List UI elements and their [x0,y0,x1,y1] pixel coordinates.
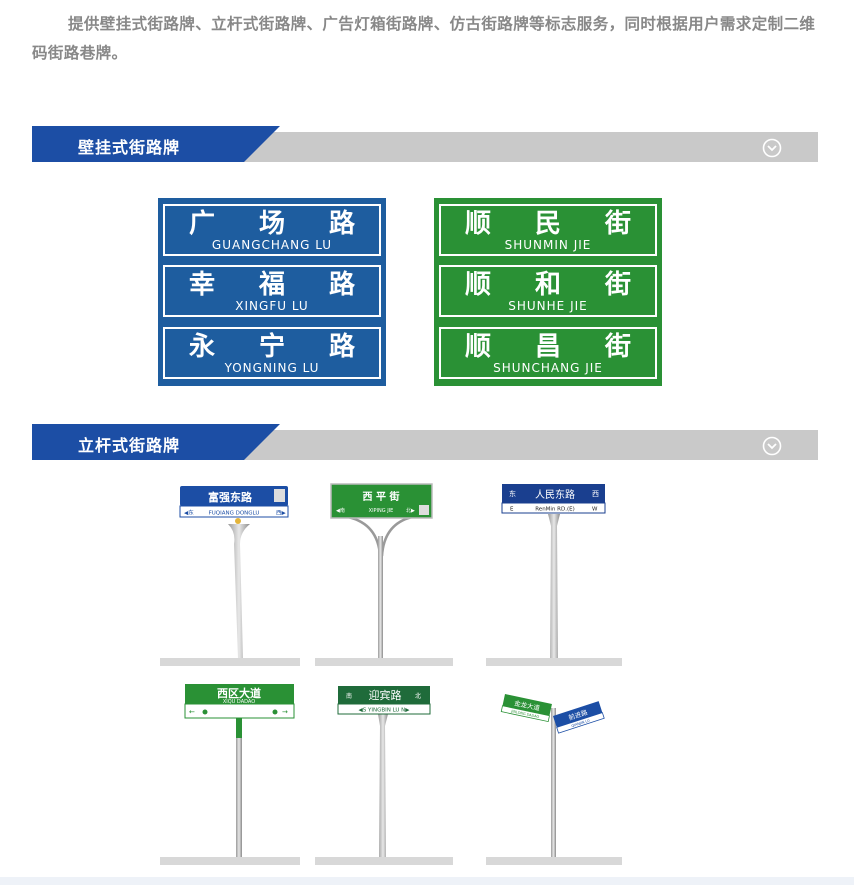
pole-sign-direction: 西 [592,490,599,498]
sign-pinyin: YONGNING LU [224,361,320,375]
wall-sign-panel-blue: 广场路 GUANGCHANG LU 幸福路 XINGFU LU 永宁路 YONG… [158,198,386,386]
pole-sign-title: 富强东路 [208,490,253,504]
pole-sign-pinyin: RenMin RD.(E) [535,507,575,513]
pole-sign-title: 人民东路 [535,488,575,501]
sign-char: 永 [189,332,216,362]
sign-char: 街 [604,209,631,239]
pole-sign-direction: ← [189,708,195,716]
sign-pinyin: SHUNCHANG JIE [493,361,603,375]
sign-pinyin: SHUNHE JIE [508,299,588,313]
section-title-tab [32,126,280,162]
pole-sign-pinyin: ◀S YINGBIN LU N▶ [359,708,411,714]
ground-strip [160,658,300,666]
ground-strip [486,857,622,865]
wall-sign-row: 顺 民 街 SHUNMIN JIE [439,204,657,256]
pole-sign-pinyin: FUQIANG DONGLU [209,511,260,517]
sign-char: 场 [258,209,285,239]
pole-sign-6: 金龙大道 JINLONG DADAO 前进路 QIANJIN LU [500,694,605,857]
pole-sign-1: 富强东路 FUQIANG DONGLU ◀东 西▶ [179,486,289,658]
sign-char: 路 [328,209,355,239]
sign-char: 昌 [534,332,561,362]
pole-sign-pinyin: JINLONG DADAO [510,709,540,719]
wall-sign-row: 永 宁 路 YONGNING LU [163,327,381,379]
sign-char: 顺 [465,332,492,362]
sign-pinyin: XINGFU LU [235,299,309,313]
pole-sign-4: 西区大道 XIQU DADAO ← → [184,684,295,857]
pole-sign-pinyin: XIPING JIE [369,508,394,514]
pole-sign-direction: ◀东 [184,509,194,517]
sign-char: 顺 [465,209,492,239]
pole-sign-direction: → [282,708,288,716]
pole-sign-gallery: 富强东路 FUQIANG DONGLU ◀东 西▶ 西 平 街 XIPING J… [160,483,622,865]
sign-char: 路 [328,332,355,362]
pole-sign-title: 迎宾路 [369,688,402,702]
section-header-wall-mounted[interactable]: 壁挂式街路牌 [32,126,818,162]
sign-pinyin: SHUNMIN JIE [504,238,592,252]
pole-sign-direction: 西▶ [276,510,287,517]
chevron-down-circle-icon[interactable] [762,436,782,456]
pole-sign-5: 迎宾路 南 北 ◀S YINGBIN LU N▶ [337,686,431,857]
section-bar-background [232,430,818,460]
pole-sign-direction: W [592,507,598,513]
sign-char: 福 [258,270,285,300]
chevron-down-circle-icon[interactable] [762,138,782,158]
pole-sign-direction: E [510,507,514,513]
ground-strip [315,857,453,865]
wall-sign-row: 顺 和 街 SHUNHE JIE [439,265,657,317]
pole-sign-direction: 南 [346,692,352,700]
ground-strip [315,658,453,666]
pole-sign-pinyin: QIANJIN LU [571,718,591,728]
pole-sign-direction: 北▶ [406,507,415,514]
pole-sign-title: 西区大道 [217,686,261,700]
wall-sign-row: 幸 福 路 XINGFU LU [163,265,381,317]
wall-sign-panel-green: 顺民街 SHUNMIN JIE 顺和街 SHUNHE JIE 顺昌街 SHUNC… [434,198,662,386]
section-header-pole-mounted[interactable]: 立杆式街路牌 [32,424,818,460]
sign-char: 和 [534,270,561,300]
ground-strip [160,857,300,865]
intro-text: 提供壁挂式街路牌、立杆式街路牌、广告灯箱街路牌、仿古街路牌等标志服务，同时根据用… [32,15,816,62]
intro-paragraph: 提供壁挂式街路牌、立杆式街路牌、广告灯箱街路牌、仿古街路牌等标志服务，同时根据用… [32,10,822,68]
sign-char: 路 [328,270,355,300]
sign-char: 顺 [465,270,492,300]
pole-sign-direction: 北 [415,692,421,700]
sign-char: 广 [189,209,216,239]
pole-sign-pinyin: XIQU DADAO [223,699,255,705]
pole-sign-2: 西 平 街 XIPING JIE ◀南 北▶ [330,483,433,658]
section-title: 立杆式街路牌 [78,436,181,455]
sign-char: 街 [604,270,631,300]
section-bar-background [232,132,818,162]
sign-char: 宁 [258,332,285,362]
wall-sign-row: 顺 昌 街 SHUNCHANG JIE [439,327,657,379]
pole-sign-direction: ◀南 [336,507,345,514]
page-bottom-strip [0,877,854,885]
pole-sign-direction: 东 [509,489,516,498]
sign-char: 幸 [189,270,216,300]
sign-char: 街 [604,332,631,362]
sign-char: 民 [534,209,561,239]
sign-pinyin: GUANGCHANG LU [211,238,333,252]
section-title-tab [32,424,280,460]
section-title: 壁挂式街路牌 [78,138,181,157]
wall-sign-row: 广 场 路 GUANGCHANG LU [163,204,381,256]
ground-strip [486,658,622,666]
pole-sign-3: 人民东路 东 西 RenMin RD.(E) E W [501,484,606,658]
pole-sign-title: 西 平 街 [363,490,400,503]
